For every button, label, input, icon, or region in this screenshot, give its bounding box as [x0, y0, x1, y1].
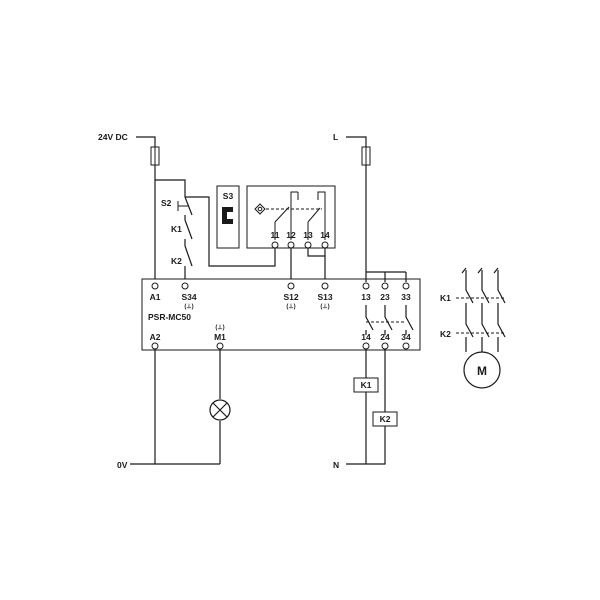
wire-24v-supply — [136, 136, 156, 147]
s3-label: S3 — [223, 191, 234, 201]
wire-k2-n — [366, 426, 386, 465]
wire-s2-to-sensor — [185, 196, 276, 267]
terminal-34: 34 — [401, 332, 411, 342]
sensor-terminal-12: 12 — [286, 230, 296, 240]
wire-13-23-33 — [366, 271, 407, 282]
motor-label: M — [477, 364, 487, 378]
supply-24vdc-label: 24V DC — [98, 132, 128, 142]
terminal-s12: S12 — [283, 292, 298, 302]
ground-marker-s12: (⊥) — [286, 303, 295, 310]
terminal-s34: S34 — [181, 292, 196, 302]
motor-k2-label: K2 — [440, 329, 451, 339]
terminal-a1: A1 — [150, 292, 161, 302]
k2-coil-label: K2 — [380, 414, 391, 424]
sensor-terminal-14: 14 — [320, 230, 330, 240]
terminal-23: 23 — [380, 292, 390, 302]
ground-marker-s13: (⊥) — [320, 303, 329, 310]
module-name: PSR-MC50 — [148, 312, 191, 322]
sensor-terminal-13-dot — [304, 241, 312, 249]
supply-0v-label: 0V — [117, 460, 128, 470]
terminal-13: 13 — [361, 292, 371, 302]
terminal-14: 14 — [361, 332, 371, 342]
sensor-terminal-12-dot — [287, 241, 295, 249]
ground-marker-m1: (⊥) — [215, 324, 224, 331]
supply-l-label: L — [333, 132, 338, 142]
module-contact-13-14 — [365, 305, 374, 335]
wire-sensor-13-s13 — [307, 248, 326, 282]
wire-l-supply — [346, 136, 367, 147]
sensor-terminal-11-dot — [271, 241, 279, 249]
terminal-24: 24 — [380, 332, 390, 342]
k2-contact — [184, 245, 193, 267]
sensor-icon — [254, 203, 266, 215]
k1-coil-label: K1 — [361, 380, 372, 390]
s2-contact — [184, 196, 193, 216]
terminal-a2: A2 — [150, 332, 161, 342]
k2-contact-label: K2 — [171, 256, 182, 266]
supply-n-label: N — [333, 460, 339, 470]
sensor-terminal-14-dot — [321, 241, 329, 249]
k1-contact — [184, 219, 193, 240]
sensor-terminal-13: 13 — [303, 230, 313, 240]
terminal-m1: M1 — [214, 332, 226, 342]
motor-phase-lines — [461, 267, 506, 352]
motor-k1-label: K1 — [440, 293, 451, 303]
k1-contact-label: K1 — [171, 224, 182, 234]
wire-input-branch — [155, 179, 186, 197]
lamp-icon — [209, 399, 231, 421]
s2-actuator — [177, 201, 188, 211]
motor-icon — [463, 351, 501, 389]
sensor-terminal-11: 11 — [271, 230, 280, 240]
terminal-33: 33 — [401, 292, 411, 302]
s2-label: S2 — [161, 198, 172, 208]
ground-marker-s34: (⊥) — [184, 303, 193, 310]
module-contact-33-34 — [405, 305, 414, 335]
module-box — [141, 278, 421, 351]
terminal-s13: S13 — [317, 292, 332, 302]
module-contact-23-24 — [384, 305, 393, 335]
